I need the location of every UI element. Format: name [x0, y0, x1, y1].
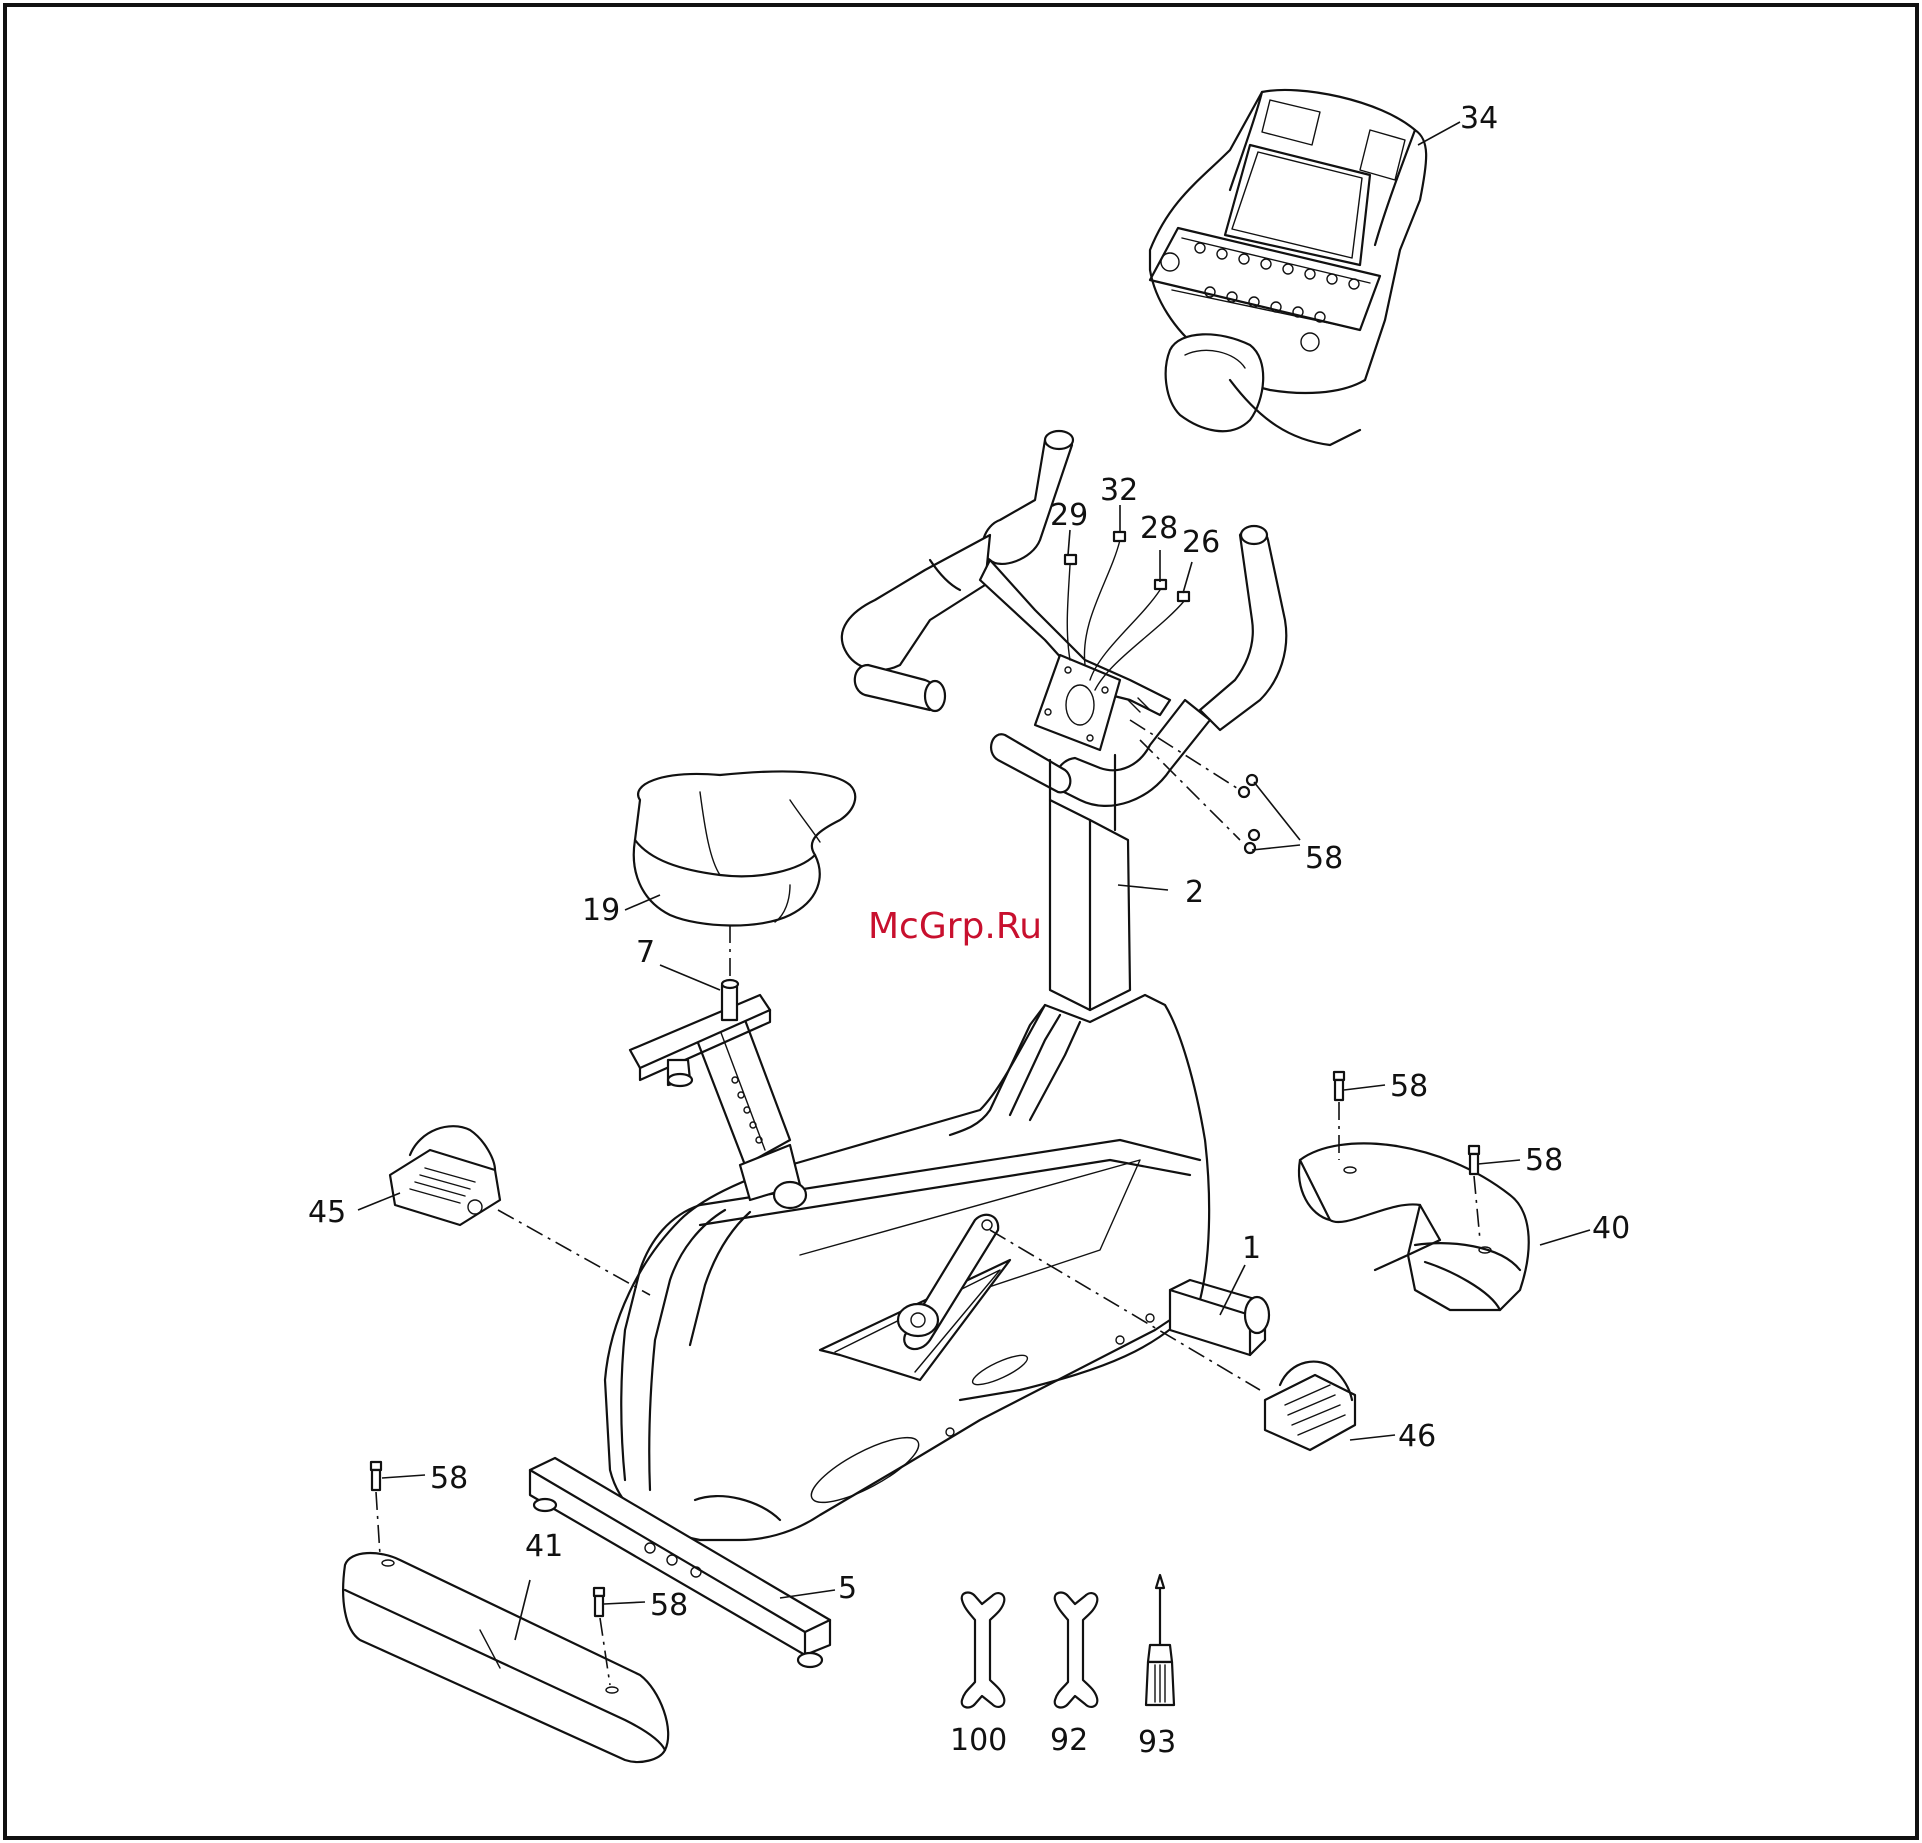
label-93: 93 — [1138, 1725, 1176, 1760]
label-41: 41 — [525, 1529, 563, 1564]
label-58-rear-right: 58 — [1525, 1143, 1563, 1178]
label-40: 40 — [1592, 1211, 1630, 1246]
label-58-front-right: 58 — [650, 1588, 688, 1623]
label-34: 34 — [1460, 101, 1498, 136]
label-58-front-left: 58 — [430, 1461, 468, 1496]
label-29: 29 — [1050, 498, 1088, 533]
label-32: 32 — [1100, 473, 1138, 508]
part-front-cover — [343, 1553, 668, 1762]
label-58-handlebar: 58 — [1305, 841, 1343, 876]
part-wrench-100 — [962, 1593, 1005, 1708]
part-frame-body — [605, 995, 1269, 1540]
label-5: 5 — [838, 1571, 857, 1606]
label-58-rear-left: 58 — [1390, 1069, 1428, 1104]
label-2: 2 — [1185, 875, 1204, 910]
part-seat — [634, 771, 855, 925]
part-seat-post — [630, 925, 806, 1208]
label-92: 92 — [1050, 1723, 1088, 1758]
label-1: 1 — [1242, 1231, 1261, 1266]
label-45: 45 — [308, 1195, 346, 1230]
part-rear-cover — [1299, 1143, 1529, 1310]
label-28: 28 — [1140, 511, 1178, 546]
part-handlebar — [842, 431, 1286, 806]
part-screwdriver-93 — [1146, 1575, 1174, 1705]
part-wrench-92 — [1055, 1593, 1098, 1708]
label-7: 7 — [636, 935, 655, 970]
label-19: 19 — [582, 893, 620, 928]
label-100: 100 — [950, 1723, 1007, 1758]
watermark-text: McGrp.Ru — [868, 906, 1042, 947]
label-26: 26 — [1182, 525, 1220, 560]
part-console — [1150, 90, 1426, 445]
label-46: 46 — [1398, 1419, 1436, 1454]
part-pedal-left — [390, 1126, 650, 1295]
